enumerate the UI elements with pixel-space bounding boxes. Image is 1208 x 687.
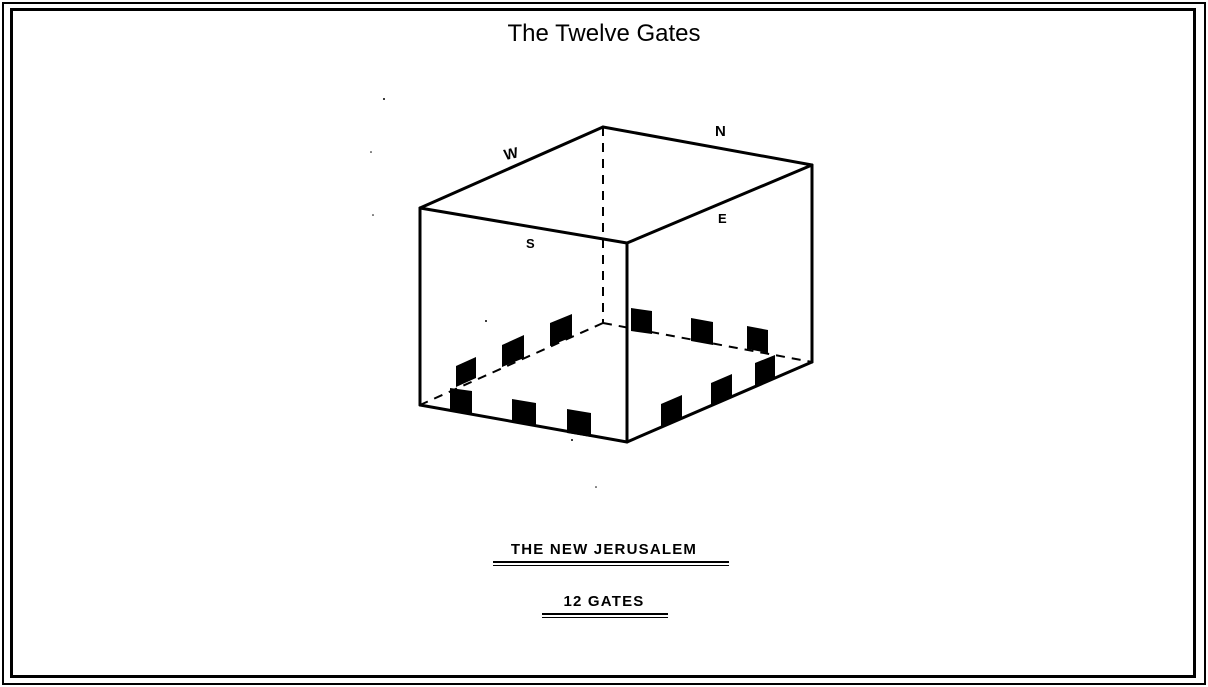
top-south-edge (418, 206, 629, 245)
gate-marker (747, 326, 768, 353)
scan-speck (370, 151, 372, 153)
gate-marker (755, 355, 775, 386)
west-label: W (502, 144, 520, 164)
top-north-edge (601, 125, 814, 167)
caption-new-jerusalem: THE NEW JERUSALEM (510, 541, 698, 558)
gate-marker (450, 388, 472, 414)
scan-speck (485, 320, 487, 322)
caption-underline (493, 565, 729, 566)
scan-speck (383, 98, 385, 100)
east-label: E (718, 211, 727, 226)
caption-underline (542, 613, 668, 615)
gate-marker (512, 399, 536, 426)
hidden-bottom-west-edge (419, 322, 604, 406)
gate-marker (456, 357, 476, 387)
gate-marker (661, 395, 682, 427)
top-east-edge (625, 163, 814, 245)
gate-marker (691, 318, 713, 345)
caption-12-gates: 12 GATES (563, 593, 645, 610)
page-title: The Twelve Gates (507, 20, 701, 47)
top-west-edge (418, 125, 605, 210)
gate-marker (631, 308, 652, 334)
gate-marker (711, 374, 732, 406)
inner-border (10, 8, 1196, 678)
gate-marker (567, 409, 591, 437)
scan-speck (595, 486, 597, 488)
gate-marker (550, 314, 572, 346)
caption-underline (493, 561, 729, 563)
gate-marker (502, 335, 524, 367)
scan-speck (571, 439, 573, 441)
caption-underline (542, 617, 668, 618)
north-label: N (715, 123, 726, 140)
south-label: S (526, 236, 535, 251)
scan-speck (372, 214, 374, 216)
